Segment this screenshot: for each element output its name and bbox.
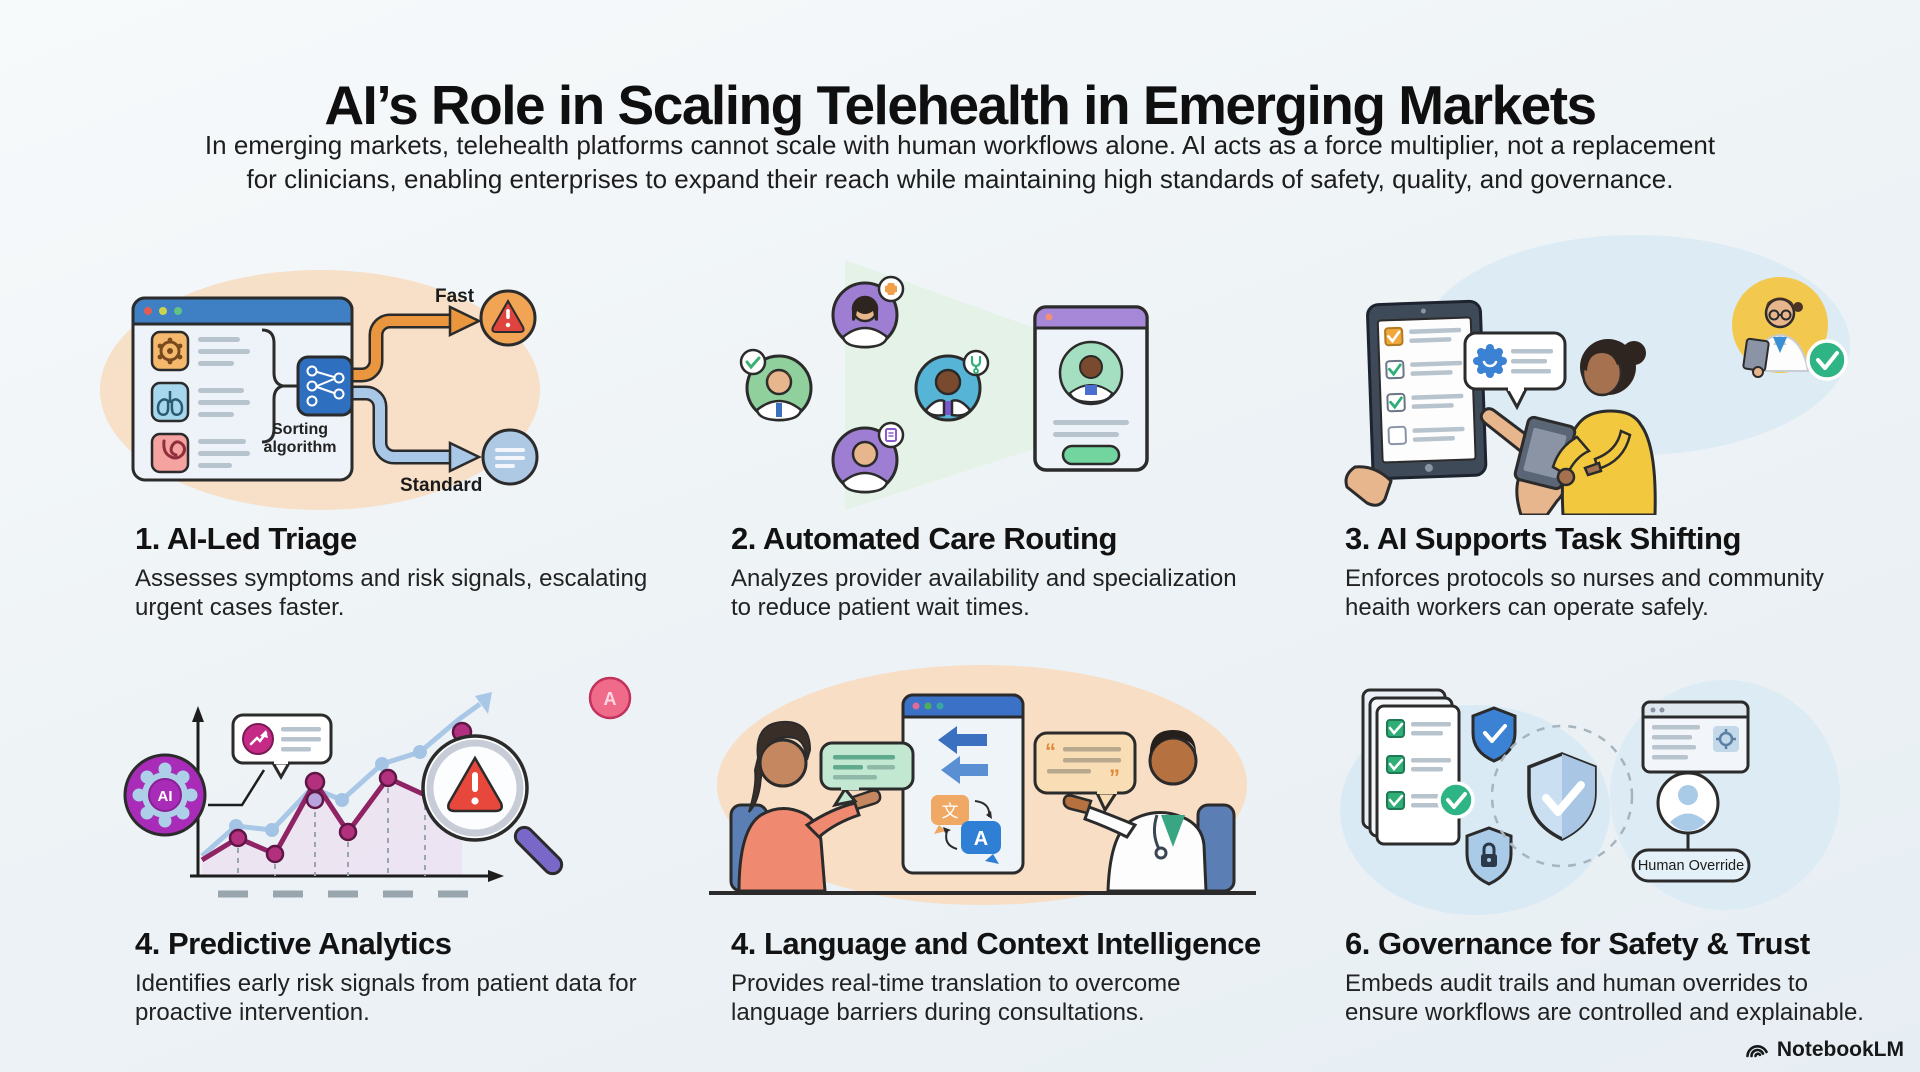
cross-badge-icon: [877, 275, 905, 303]
section-predictive-analytics: AI A 4. Predictive Analytic: [90, 660, 650, 1028]
section-language-intelligence: 文 A: [695, 655, 1270, 1028]
gear-tile-icon: [150, 330, 190, 372]
care-routing-illustration: [739, 260, 1149, 510]
blue-trend-line: [200, 692, 492, 858]
bubble-connector: [208, 769, 266, 807]
language-illustration: 文 A: [709, 665, 1256, 905]
human-override-pill: Human Override: [1631, 848, 1751, 883]
section-ai-led-triage: Fast Standard Sorting algorithm 1. AI-Le…: [90, 225, 650, 623]
section-description: Identifies early risk signals from patie…: [135, 970, 637, 1027]
subtitle-line-2: for clinicians, enabling enterprises to …: [246, 163, 1674, 194]
predictive-illustration: AI A: [123, 676, 632, 898]
doctor-avatar-woman: [831, 275, 905, 349]
section-description: Provides real-time translation to overco…: [731, 970, 1181, 1027]
source-language-label: 文: [942, 802, 959, 821]
section-heading: 4. Language and Context Intelligence: [731, 926, 1261, 961]
notes-circle-icon: [481, 428, 539, 486]
patient-icon: [737, 720, 882, 893]
task-shifting-illustration: [1344, 235, 1850, 515]
patient-speech-bubble: [819, 741, 915, 808]
tie: [776, 403, 782, 417]
lungs-tile-icon: [150, 381, 190, 423]
brand-label: NotebookLM: [1776, 1038, 1904, 1061]
magnifier-icon: [421, 734, 564, 876]
warning-triangle-icon: [479, 289, 537, 347]
gear-icon: [1713, 726, 1739, 752]
scrubs: [1161, 815, 1185, 847]
lock-shield-icon: [1465, 826, 1513, 886]
section-description: Analyzes provider availability and speci…: [731, 565, 1237, 622]
alert-badge-label: A: [604, 689, 617, 709]
ai-badge-label: AI: [158, 788, 173, 805]
target-language-label: A: [974, 828, 988, 850]
doctor-icon: [1062, 730, 1208, 893]
close-quote: ”: [1109, 765, 1120, 790]
section-heading: 1. AI-Led Triage: [135, 521, 357, 556]
health-worker-icon: [1513, 339, 1657, 515]
text-lines: [198, 337, 250, 468]
human-override-label: Human Override: [1638, 858, 1744, 874]
ai-gear-badge-icon: AI: [123, 753, 207, 837]
doctor-speech-bubble: “ ”: [1033, 731, 1137, 814]
patient-card-icon: [1033, 305, 1149, 472]
section-description: Enforces protocols so nurses and communi…: [1345, 565, 1824, 622]
gear-icon: [1473, 344, 1507, 378]
doctor-avatar-green: [739, 348, 813, 422]
triage-illustration: Fast Standard: [100, 270, 540, 510]
section-description: Assesses symptoms and risk signals, esca…: [135, 565, 648, 622]
section-description: Embeds audit trails and human overrides …: [1345, 970, 1864, 1027]
holding-hand: [1344, 465, 1393, 507]
translate-icon: 文 A: [931, 795, 1001, 864]
warning-triangle-icon: [447, 755, 503, 813]
section-automated-care-routing: 2. Automated Care Routing Analyzes provi…: [695, 225, 1270, 623]
user-avatar-icon: [1656, 771, 1720, 850]
alert-badge-icon: A: [588, 676, 632, 720]
audit-docs-icon: [1361, 688, 1475, 846]
check-badge-icon: [739, 348, 767, 376]
page-title: AI’s Role in Scaling Telehealth in Emerg…: [324, 73, 1597, 136]
shield-check-icon: [1527, 752, 1597, 841]
standard-label: Standard: [400, 475, 482, 496]
brand-footer: NotebookLM: [1744, 1037, 1904, 1063]
area-fill: [202, 732, 462, 876]
check-circle-icon: [1437, 781, 1475, 819]
fast-arrow: [330, 305, 482, 383]
check-circle-icon: [1806, 339, 1848, 381]
shield-check-small-icon: [1471, 706, 1517, 763]
open-quote: “: [1045, 739, 1056, 764]
translator-window-icon: 文 A: [901, 693, 1025, 875]
doctor-avatar-icon: [1732, 277, 1848, 381]
section-heading: 2. Automated Care Routing: [731, 521, 1117, 556]
fast-label: Fast: [435, 286, 475, 307]
notebooklm-icon: [1746, 1045, 1768, 1058]
subtitle-line-1: In emerging markets, telehealth platform…: [204, 130, 1716, 160]
network-node-icon: [296, 355, 354, 417]
document-badge-icon: [877, 421, 905, 449]
protocol-bubble-icon: [1463, 331, 1567, 411]
section-heading: 4. Predictive Analytics: [135, 926, 452, 961]
section-heading: 3. AI Supports Task Shifting: [1345, 521, 1741, 556]
dashed-ring: [1490, 724, 1634, 868]
checklist-tablet-icon: [1366, 299, 1488, 480]
swap-arrows-icon: [938, 726, 988, 784]
standard-arrow: [330, 385, 482, 473]
page-subtitle: In emerging markets, telehealth platform…: [0, 129, 1920, 197]
stomach-tile-icon: [150, 432, 190, 474]
sorting-algorithm-label: Sorting algorithm: [263, 421, 337, 457]
connect-button: [1061, 444, 1121, 466]
insight-bubble-icon: [231, 713, 333, 781]
provider-avatar-purple: [831, 421, 905, 494]
audit-window-icon: [1641, 700, 1750, 774]
doctor-avatar-blue: [914, 349, 990, 422]
governance-illustration: Human Override: [1340, 680, 1840, 915]
section-task-shifting: 3. AI Supports Task Shifting Enforces pr…: [1325, 225, 1910, 623]
magenta-trend-line: [200, 721, 473, 864]
section-governance: Human Override 6. Governance for Safety …: [1325, 660, 1910, 1028]
stethoscope-badge-icon: [962, 349, 990, 377]
section-heading: 6. Governance for Safety & Trust: [1345, 926, 1810, 961]
